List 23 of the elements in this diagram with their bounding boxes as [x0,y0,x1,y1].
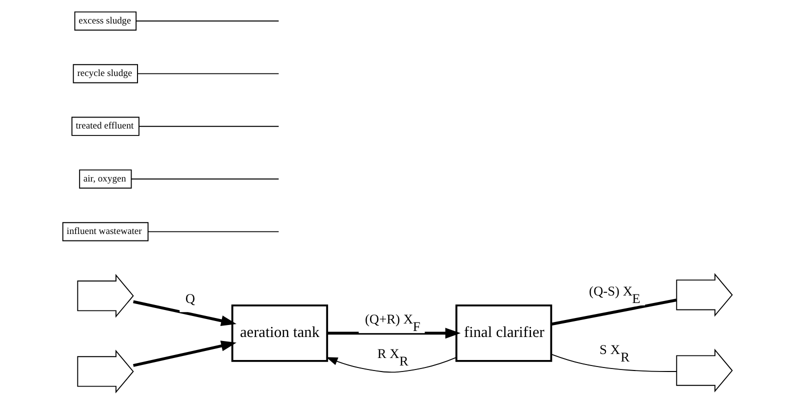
node-arrow [77,350,134,394]
node-arrow [676,272,733,317]
arrow [133,300,236,326]
node-arrow [77,274,134,318]
node-box: recycle sludge [72,64,138,84]
connector [550,354,677,372]
node-box: air, oxygen [79,169,132,189]
node-box: treated effluent [71,116,140,136]
connector [138,126,280,127]
arrow [326,357,456,373]
node-box: final clarifier [455,304,552,362]
arrow [327,328,461,339]
node-box: excess sludge [74,11,137,31]
edge-label: Q [185,291,196,306]
node-box: influent wastewater [62,222,149,242]
connector [137,73,280,74]
connector [148,231,280,232]
arrow [133,340,236,367]
connector [136,20,280,22]
node-arrow [676,348,733,392]
connector [130,178,280,180]
node-box: aeration tank [231,304,328,362]
connector [551,298,677,326]
